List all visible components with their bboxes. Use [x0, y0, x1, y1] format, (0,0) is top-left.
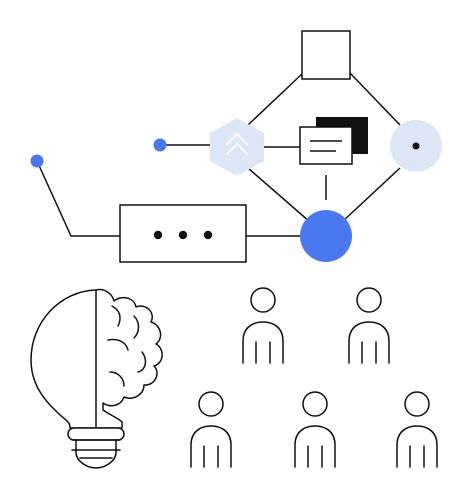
connector-far-dot-to-box	[36, 160, 120, 237]
hub-node-icon	[300, 210, 352, 262]
lightbulb-brain-icon	[30, 288, 163, 469]
target-circle-icon	[390, 120, 442, 172]
ellipsis-box-icon	[119, 204, 247, 263]
people-group	[190, 287, 438, 468]
connector-circle-to-hub	[341, 167, 401, 223]
network-diagram	[36, 72, 401, 237]
endpoint-dot-icon	[30, 154, 44, 168]
endpoint-dot-icon	[153, 138, 167, 152]
connector-top-to-circle	[349, 72, 401, 126]
hexagon-chevron-icon	[210, 118, 264, 176]
person-icon	[190, 391, 232, 468]
person-icon	[348, 287, 390, 364]
square-node-icon	[301, 30, 351, 80]
connector-hex-to-hub	[247, 167, 311, 223]
person-icon	[242, 287, 284, 364]
person-icon	[294, 391, 336, 468]
person-icon	[396, 391, 438, 468]
connector-top-to-hex	[247, 72, 304, 126]
document-stack-icon	[299, 117, 368, 165]
